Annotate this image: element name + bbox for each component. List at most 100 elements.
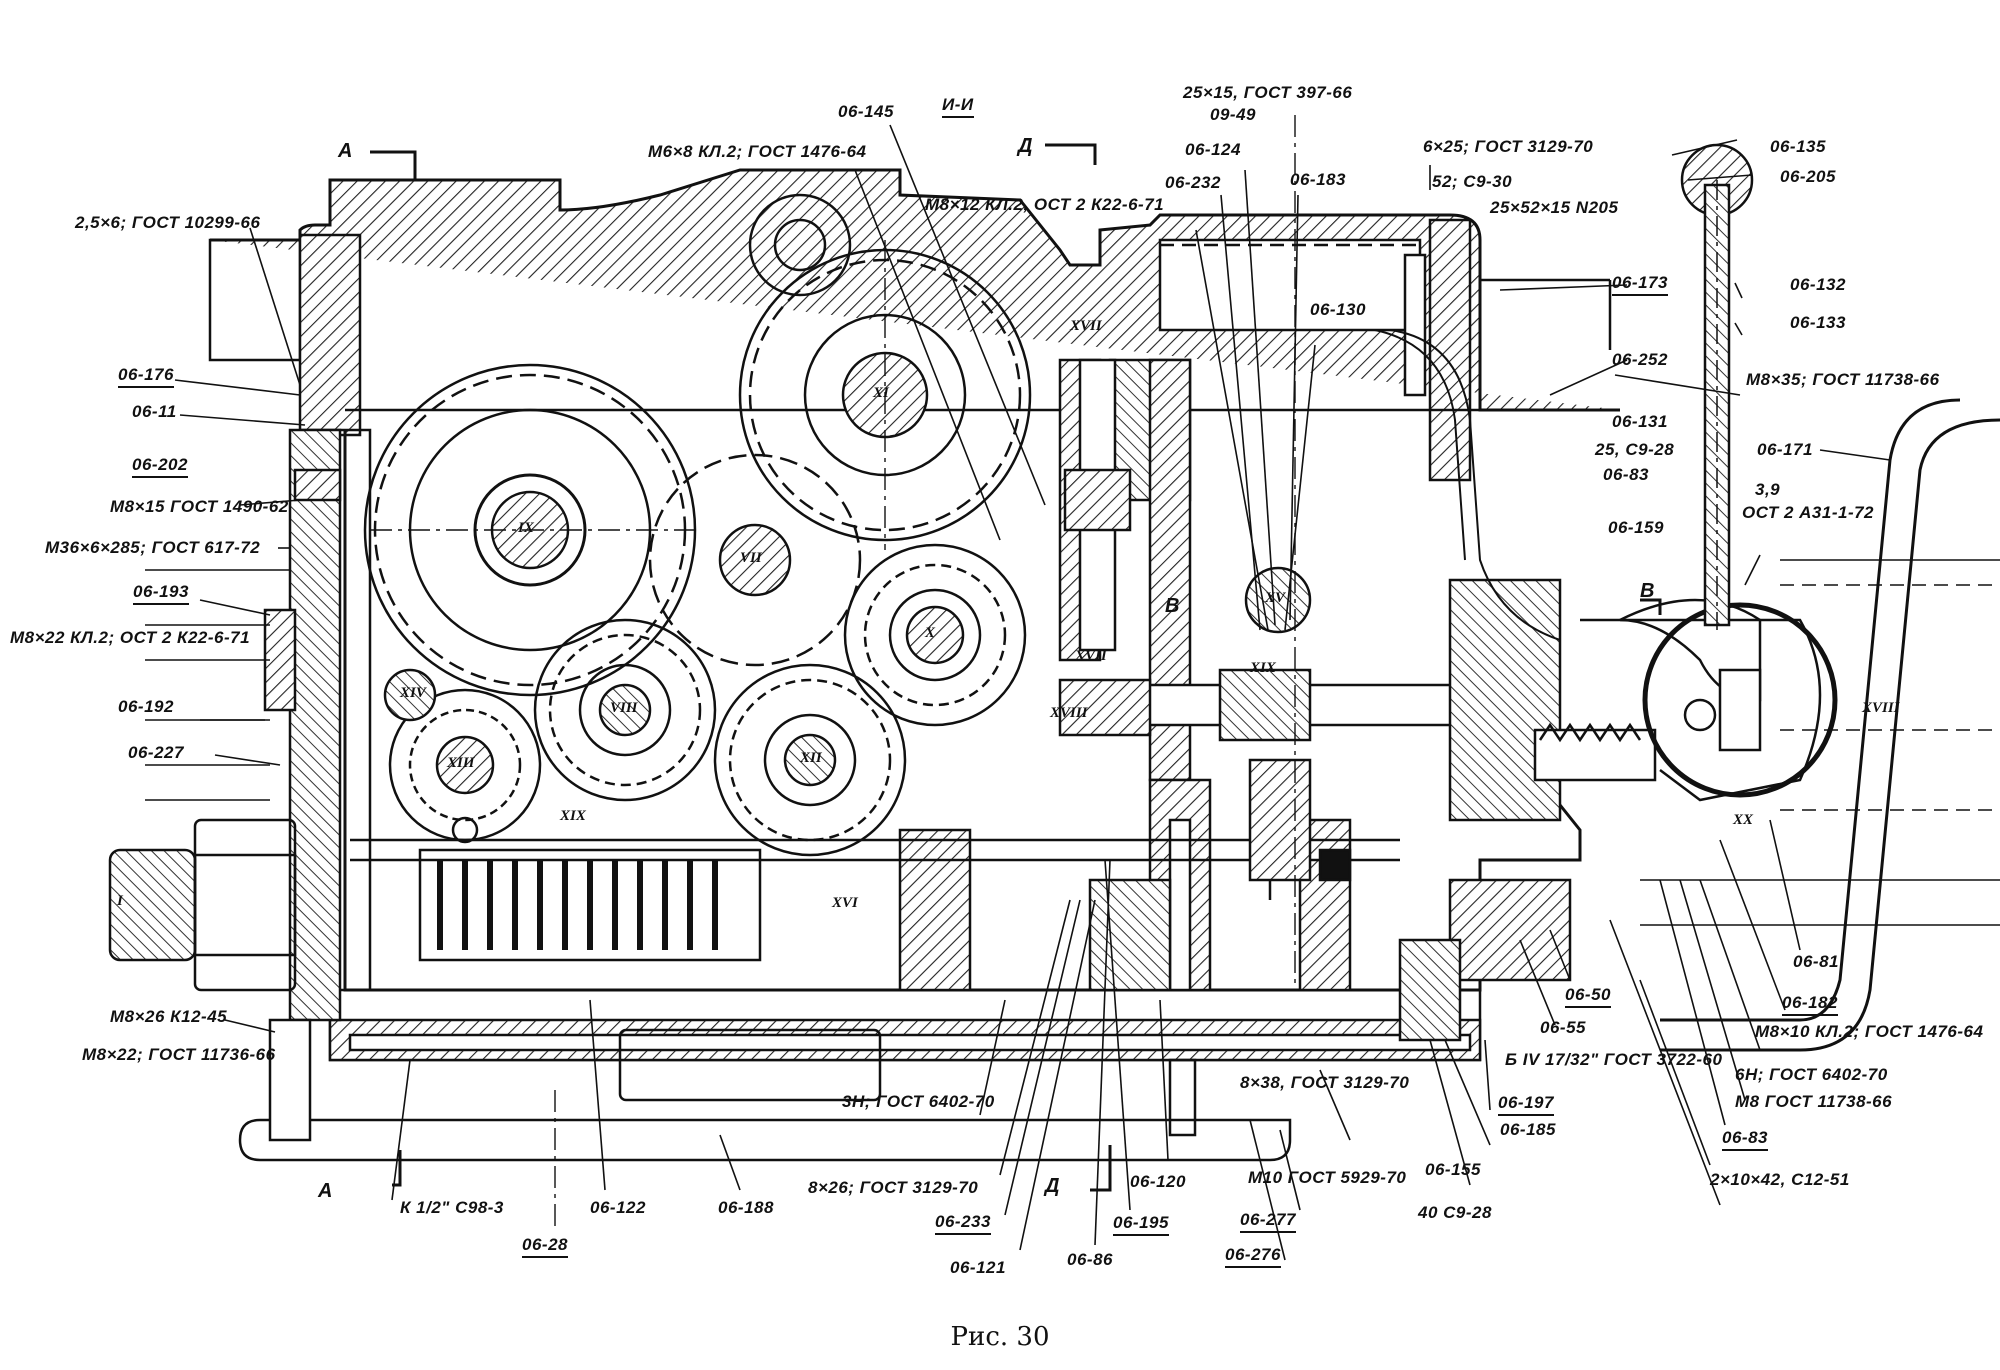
callout-label: 06-276 — [1225, 1245, 1281, 1268]
callout-label: 25×52×15 N205 — [1490, 198, 1619, 217]
centerlines — [370, 115, 1296, 1230]
callout-label: 3,9 — [1755, 480, 1781, 499]
callout-label: 06-120 — [1130, 1172, 1186, 1191]
callout-label: 8×38, ГОСТ 3129-70 — [1240, 1073, 1410, 1092]
section-mark-d-bottom: Д — [1045, 1175, 1060, 1197]
callout-label: 06-50 — [1565, 985, 1611, 1008]
shaft-numeral: VII — [740, 550, 762, 566]
gear-xi-low — [713, 663, 907, 857]
callout-label: 52; С9-30 — [1432, 172, 1513, 191]
callout-label: 06-133 — [1790, 313, 1846, 332]
callout-label: 06-195 — [1113, 1213, 1169, 1236]
callout-label: 06-192 — [118, 697, 174, 716]
shaft-numeral: XVIII — [1050, 705, 1088, 721]
callout-label: ОСТ 2 А31-1-72 — [1742, 503, 1875, 522]
callout-label: 06-132 — [1790, 275, 1846, 294]
callout-label: 06-188 — [718, 1198, 774, 1217]
callout-label: 2×10×42, С12-51 — [1710, 1170, 1850, 1189]
shaft-numeral: XVII — [1075, 648, 1107, 664]
callout-label: 06-183 — [1290, 170, 1346, 189]
callout-label: М8×22; ГОСТ 11736-66 — [82, 1045, 276, 1064]
callout-label: 06-233 — [935, 1212, 991, 1235]
callout-label: М8×22 КЛ.2; ОСТ 2 К22-6-71 — [10, 628, 251, 647]
gear-x — [843, 543, 1027, 727]
section-arrows — [370, 143, 1662, 1192]
callout-label: 06-232 — [1165, 173, 1221, 192]
callout-label: 6×25; ГОСТ 3129-70 — [1423, 137, 1594, 156]
callout-label: 06-227 — [128, 743, 184, 762]
callout-label: К 1/2" С98-3 — [400, 1198, 504, 1217]
callout-label: 06-155 — [1425, 1160, 1481, 1179]
section-mark-v-left: В — [1165, 595, 1180, 617]
shaft-numeral: X — [925, 625, 936, 641]
callout-label: М8×10 КЛ.2; ГОСТ 1476-64 — [1755, 1022, 1984, 1041]
shaft-numeral: XIX — [560, 808, 586, 824]
callout-label: Б IV 17/32" ГОСТ 3722-60 — [1505, 1050, 1723, 1069]
clutch-housing — [1448, 578, 1838, 822]
shaft-numeral: XVIII — [1862, 700, 1900, 716]
callout-label: 06-28 — [522, 1235, 568, 1258]
figure-caption: Рис. 30 — [950, 1322, 1050, 1352]
callout-label: 06-124 — [1185, 140, 1241, 159]
section-title: И-И — [942, 95, 974, 118]
callout-label: М8 ГОСТ 11738-66 — [1735, 1092, 1893, 1111]
callout-label: 25×15, ГОСТ 397-66 — [1183, 83, 1353, 102]
callout-label: 06-83 — [1603, 465, 1649, 484]
callout-label: 06-131 — [1612, 412, 1668, 431]
callout-label: М10 ГОСТ 5929-70 — [1248, 1168, 1407, 1187]
callout-label: 6Н; ГОСТ 6402-70 — [1735, 1065, 1888, 1084]
callout-label: 3Н; ГОСТ 6402-70 — [842, 1092, 995, 1111]
shaft-numeral: XIII — [447, 755, 475, 771]
callout-label: 09-49 — [1210, 105, 1256, 124]
callout-label: 06-135 — [1770, 137, 1826, 156]
callout-label: 06-197 — [1498, 1093, 1554, 1116]
callout-label: 06-83 — [1722, 1128, 1768, 1151]
callout-label: 2,5×6; ГОСТ 10299-66 — [75, 213, 261, 232]
callout-label: 06-252 — [1612, 350, 1668, 369]
callout-label: 06-173 — [1612, 273, 1668, 296]
callout-label: М8×15 ГОСТ 1490-62 — [110, 497, 289, 516]
callout-label: М8×26 К12-45 — [110, 1007, 228, 1026]
shafts — [1058, 358, 1462, 900]
callout-label: 06-122 — [590, 1198, 646, 1217]
shaft-numeral: I — [117, 893, 123, 909]
shaft-numeral: XIV — [400, 685, 426, 701]
callout-label: 06-202 — [132, 455, 188, 478]
callout-label: 06-277 — [1240, 1210, 1296, 1233]
section-mark-a-top: А — [338, 140, 353, 162]
shaft-numeral: XX — [1733, 812, 1754, 828]
base-plate — [238, 1018, 1292, 1162]
callout-label: 06-130 — [1310, 300, 1366, 319]
callout-label: 06-182 — [1782, 993, 1838, 1016]
callout-label: 8×26; ГОСТ 3129-70 — [808, 1178, 979, 1197]
shaft-numeral: IX — [518, 520, 534, 536]
gear-viii — [533, 618, 717, 802]
callout-label: 06-145 — [838, 102, 894, 121]
callout-label: 25, С9-28 — [1595, 440, 1675, 459]
housing-body — [263, 408, 1582, 1062]
shaft-numeral: XI — [873, 385, 889, 401]
callout-label: М6×8 КЛ.2; ГОСТ 1476-64 — [648, 142, 867, 161]
callout-label: 06-81 — [1793, 952, 1839, 971]
section-mark-a-bottom: А — [318, 1180, 333, 1202]
callout-label: М8×35; ГОСТ 11738-66 — [1746, 370, 1940, 389]
gear-vii — [648, 453, 862, 667]
shaft-numeral: VIII — [610, 700, 638, 716]
callout-label: 06-176 — [118, 365, 174, 388]
worm-screw — [350, 838, 1400, 962]
section-mark-d-top: Д — [1018, 135, 1033, 157]
shaft-numeral: XVII — [1070, 318, 1102, 334]
callout-label: 06-171 — [1757, 440, 1813, 459]
callout-label: 06-55 — [1540, 1018, 1586, 1037]
callout-label: 06-159 — [1608, 518, 1664, 537]
callout-label: М36×6×285; ГОСТ 617-72 — [45, 538, 261, 557]
section-mark-v-right: В — [1640, 580, 1655, 602]
callout-label: 06-11 — [132, 402, 177, 421]
callout-label: 06-121 — [950, 1258, 1006, 1277]
shaft-numeral: XV — [1265, 590, 1286, 606]
callout-label: М8×12 КЛ.2, ОСТ 2 К22-6-71 — [925, 195, 1165, 214]
callout-label: 06-205 — [1780, 167, 1836, 186]
callout-label: 06-193 — [133, 582, 189, 605]
handwheel-left — [108, 818, 297, 992]
